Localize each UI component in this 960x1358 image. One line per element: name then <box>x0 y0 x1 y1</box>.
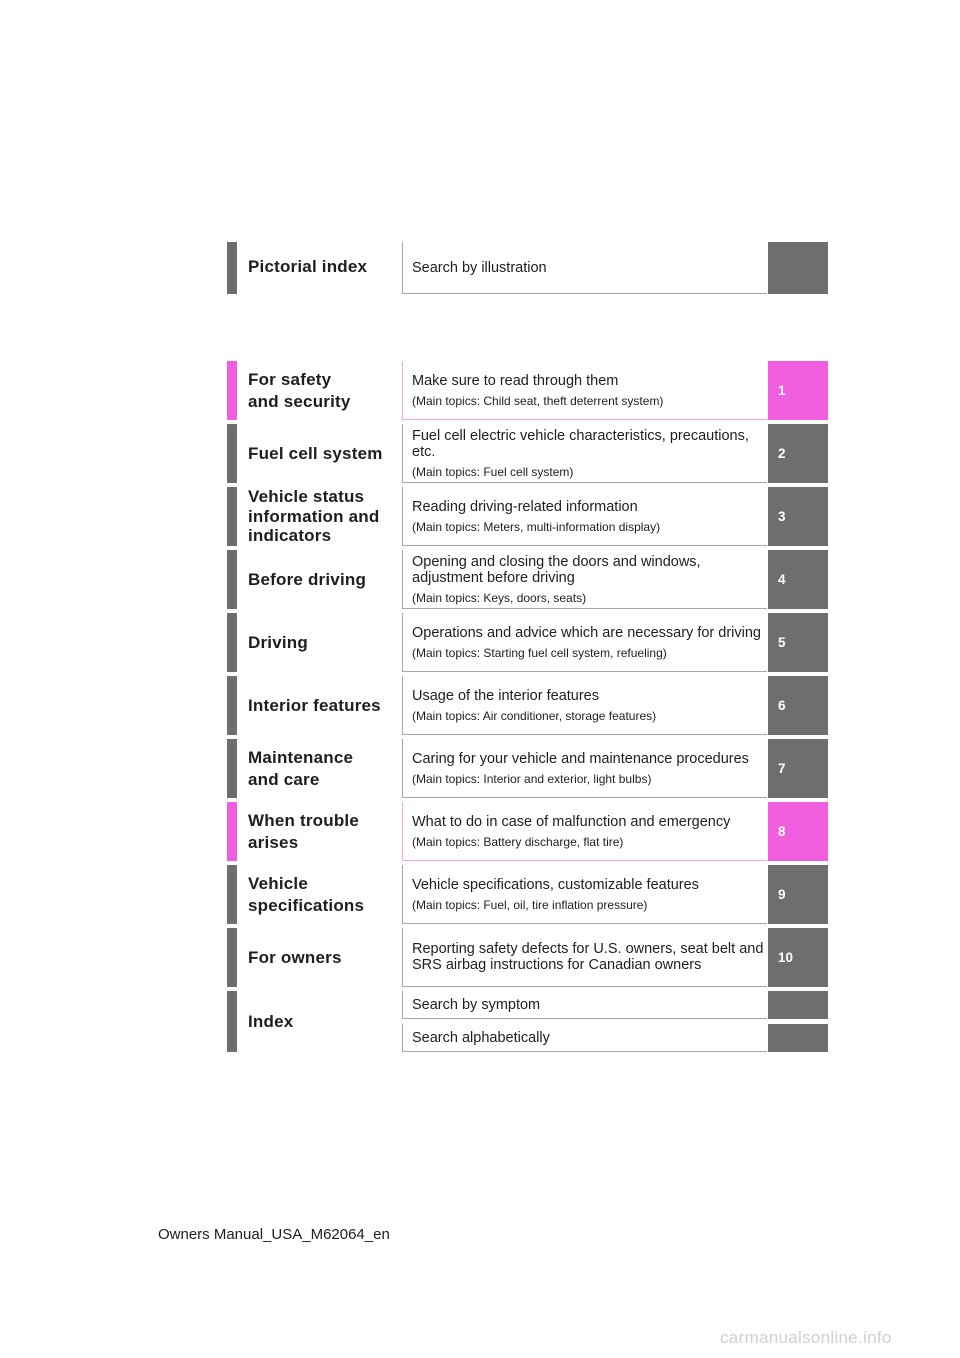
row-marker-bar <box>227 361 237 420</box>
section-description: Make sure to read through them (Main top… <box>402 361 767 420</box>
section-topics: (Main topics: Air conditioner, storage f… <box>412 708 657 723</box>
chapter-tab-7[interactable]: 7 <box>768 739 828 798</box>
section-topics: (Main topics: Keys, doors, seats) <box>412 590 587 605</box>
section-description: Fuel cell electric vehicle characteristi… <box>402 424 767 483</box>
chapter-tab-2[interactable]: 2 <box>768 424 828 483</box>
chapter-tab-8[interactable]: 8 <box>768 802 828 861</box>
search-alphabetically-link[interactable]: Search alphabetically <box>402 1024 767 1052</box>
pictorial-index-title: Pictorial index <box>248 257 368 276</box>
pictorial-index-row[interactable]: Pictorial index Search by illustration <box>227 242 828 294</box>
section-summary: Usage of the interior features <box>412 687 599 704</box>
chapter-tab-3[interactable]: 3 <box>768 487 828 546</box>
search-by-symptom-link[interactable]: Search by symptom <box>402 991 767 1019</box>
section-title: Vehicle status information and indicator… <box>248 487 380 546</box>
section-row-3[interactable]: Vehicle status information and indicator… <box>227 487 828 546</box>
section-title: Driving <box>248 632 308 652</box>
section-summary: Reading driving-related information <box>412 498 638 515</box>
row-marker-bar <box>227 424 237 483</box>
section-row-6[interactable]: Interior features Usage of the interior … <box>227 676 828 735</box>
section-description: Vehicle specifications, customizable fea… <box>402 865 767 924</box>
section-row-7[interactable]: Maintenance and care Caring for your veh… <box>227 739 828 798</box>
index-title: Index <box>248 1011 294 1031</box>
section-description: Usage of the interior features (Main top… <box>402 676 767 735</box>
row-marker-bar <box>227 991 237 1052</box>
section-topics: (Main topics: Interior and exterior, lig… <box>412 771 652 786</box>
chapter-tab-4[interactable]: 4 <box>768 550 828 609</box>
section-summary: Vehicle specifications, customizable fea… <box>412 876 699 893</box>
row-marker-bar <box>227 676 237 735</box>
section-title: Interior features <box>248 695 381 715</box>
section-title: Before driving <box>248 569 367 589</box>
section-title: For safety and security <box>248 369 351 411</box>
section-row-9[interactable]: Vehicle specifications Vehicle specifica… <box>227 865 828 924</box>
section-row-1[interactable]: For safety and security Make sure to rea… <box>227 361 828 420</box>
chapter-tab-1[interactable]: 1 <box>768 361 828 420</box>
section-row-8[interactable]: When trouble arises What to do in case o… <box>227 802 828 861</box>
row-marker-bar <box>227 739 237 798</box>
section-topics: (Main topics: Battery discharge, flat ti… <box>412 834 624 849</box>
row-marker-bar <box>227 487 237 546</box>
section-description: Caring for your vehicle and maintenance … <box>402 739 767 798</box>
section-topics: (Main topics: Starting fuel cell system,… <box>412 645 667 660</box>
document-footer: Owners Manual_USA_M62064_en <box>158 1226 390 1243</box>
section-topics: (Main topics: Fuel cell system) <box>412 464 574 479</box>
pictorial-index-description: Search by illustration <box>402 242 767 294</box>
section-topics: (Main topics: Child seat, theft deterren… <box>412 393 664 408</box>
watermark: carmanualsonline.info <box>720 1328 892 1347</box>
section-summary: Make sure to read through them <box>412 372 619 389</box>
row-marker-bar <box>227 802 237 861</box>
section-description: Operations and advice which are necessar… <box>402 613 767 672</box>
section-row-10[interactable]: For owners Reporting safety defects for … <box>227 928 828 987</box>
chapter-tab-10[interactable]: 10 <box>768 928 828 987</box>
section-title: Maintenance and care <box>248 747 354 789</box>
row-marker-bar <box>227 550 237 609</box>
chapter-tab-9[interactable]: 9 <box>768 865 828 924</box>
section-summary: Fuel cell electric vehicle characteristi… <box>412 427 749 460</box>
section-title: For owners <box>248 947 342 967</box>
section-topics: (Main topics: Meters, multi-information … <box>412 519 661 534</box>
section-row-2[interactable]: Fuel cell system Fuel cell electric vehi… <box>227 424 828 483</box>
section-title: Fuel cell system <box>248 443 383 463</box>
section-title: When trouble arises <box>248 810 359 852</box>
section-row-4[interactable]: Before driving Opening and closing the d… <box>227 550 828 609</box>
section-description: Reporting safety defects for U.S. owners… <box>402 928 767 987</box>
section-summary: Opening and closing the doors and window… <box>412 553 701 586</box>
section-summary: Operations and advice which are necessar… <box>412 624 761 641</box>
section-summary: What to do in case of malfunction and em… <box>412 813 731 830</box>
pictorial-index-tab[interactable] <box>768 242 828 294</box>
row-marker-bar <box>227 865 237 924</box>
section-summary: Caring for your vehicle and maintenance … <box>412 750 749 767</box>
search-by-symptom-tab[interactable] <box>768 991 828 1019</box>
row-marker-bar <box>227 242 237 294</box>
index-row[interactable]: Index Search by symptom Search alphabeti… <box>227 991 828 1052</box>
section-row-5[interactable]: Driving Operations and advice which are … <box>227 613 828 672</box>
chapter-tab-5[interactable]: 5 <box>768 613 828 672</box>
section-topics: (Main topics: Fuel, oil, tire inflation … <box>412 897 648 912</box>
pictorial-index-text: Search by illustration <box>412 259 547 276</box>
row-marker-bar <box>227 928 237 987</box>
search-alphabetically-tab[interactable] <box>768 1024 828 1052</box>
section-title: Vehicle specifications <box>248 873 365 915</box>
section-description: Reading driving-related information (Mai… <box>402 487 767 546</box>
section-description: What to do in case of malfunction and em… <box>402 802 767 861</box>
row-marker-bar <box>227 613 237 672</box>
section-description: Opening and closing the doors and window… <box>402 550 767 609</box>
section-summary: Reporting safety defects for U.S. owners… <box>412 941 764 973</box>
chapter-tab-6[interactable]: 6 <box>768 676 828 735</box>
